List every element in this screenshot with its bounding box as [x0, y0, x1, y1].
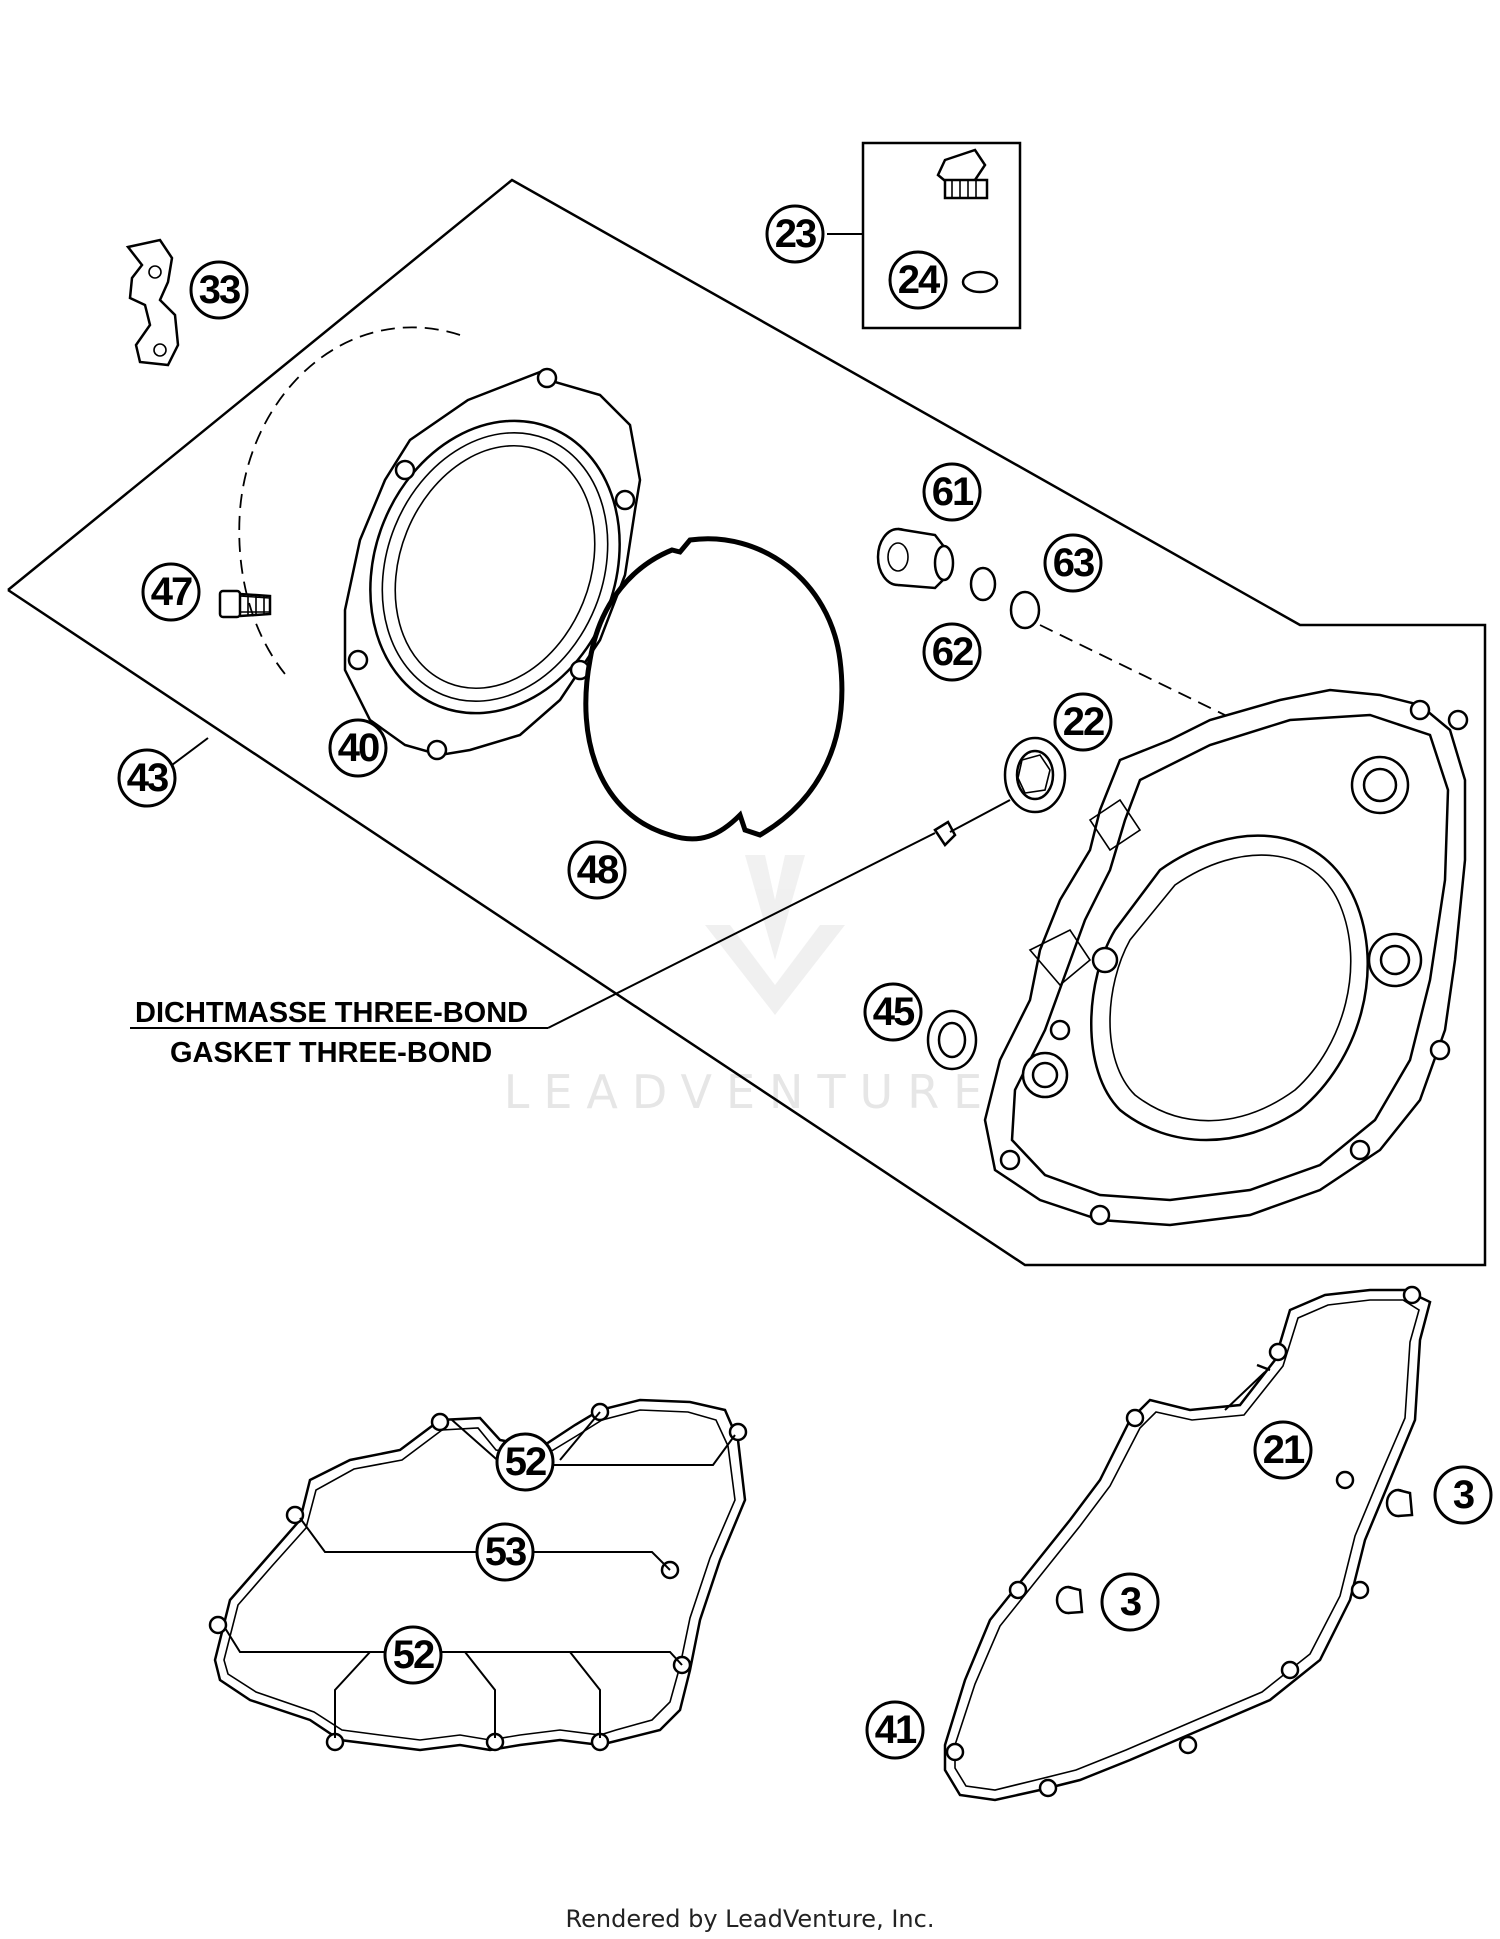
callout-40[interactable]: 40 [328, 718, 388, 778]
bracket-part-33 [125, 238, 180, 367]
svg-text:40: 40 [338, 726, 379, 770]
svg-text:48: 48 [577, 848, 619, 892]
callout-62[interactable]: 62 [922, 622, 982, 682]
note-line-1: DICHTMASSE THREE-BOND [135, 997, 528, 1029]
callout-61[interactable]: 61 [922, 462, 982, 522]
callout-21[interactable]: 21 [1253, 1420, 1313, 1480]
svg-text:47: 47 [151, 570, 192, 614]
watermark-logo [705, 855, 845, 1015]
o-ring-part-24 [961, 270, 999, 294]
screw-part-47 [218, 589, 272, 619]
callout-24[interactable]: 24 [888, 250, 948, 310]
note-line-2: GASKET THREE-BOND [170, 1037, 492, 1069]
seal-part-22 [1003, 736, 1067, 814]
callout-23[interactable]: 23 [765, 204, 825, 264]
callout-52-bottom[interactable]: 52 [383, 1625, 443, 1685]
svg-text:3: 3 [1453, 1473, 1474, 1517]
pin-part-21 [1256, 1363, 1271, 1372]
watermark-text: LEADVENTURE [504, 1065, 997, 1119]
clutch-cover-part-40 [343, 367, 642, 761]
svg-text:53: 53 [485, 1530, 526, 1574]
callout-53[interactable]: 53 [475, 1522, 535, 1582]
dowel-sleeve-part-3b [1385, 1488, 1414, 1518]
callout-3-right[interactable]: 3 [1433, 1465, 1493, 1525]
svg-text:23: 23 [775, 212, 816, 256]
gasket-part-41 [943, 1288, 1432, 1802]
svg-text:61: 61 [932, 470, 974, 514]
gasket-part-53 [213, 1398, 747, 1752]
svg-text:63: 63 [1053, 541, 1094, 585]
svg-text:33: 33 [199, 268, 240, 312]
bushing-part-61 [876, 527, 955, 590]
oil-plug-part [936, 148, 989, 200]
kit-boundary [7, 178, 1487, 1267]
circlip-part-63 [1009, 590, 1041, 630]
washer-part-62 [969, 566, 997, 602]
callout-48[interactable]: 48 [567, 840, 627, 900]
plug-kit-box [861, 141, 1022, 330]
svg-text:24: 24 [898, 258, 941, 302]
svg-text:52: 52 [393, 1633, 434, 1677]
dashed-arc [238, 326, 461, 681]
footer-credit: Rendered by LeadVenture, Inc. [565, 1905, 935, 1933]
callout-33[interactable]: 33 [189, 260, 249, 320]
dowel-sleeve-part-3a [1055, 1585, 1084, 1615]
svg-text:21: 21 [1263, 1428, 1305, 1472]
svg-text:62: 62 [932, 630, 973, 674]
svg-text:41: 41 [875, 1708, 917, 1752]
dowel-pin-part [933, 820, 957, 847]
callout-3-center[interactable]: 3 [1100, 1572, 1160, 1632]
callout-47[interactable]: 47 [141, 562, 201, 622]
svg-text:45: 45 [873, 990, 915, 1034]
callout-22[interactable]: 22 [1053, 692, 1113, 752]
svg-text:52: 52 [505, 1440, 546, 1484]
svg-text:22: 22 [1063, 700, 1104, 744]
engine-cover-housing [983, 688, 1469, 1227]
callout-43[interactable]: 43 [117, 748, 177, 808]
svg-text:3: 3 [1120, 1580, 1141, 1624]
gasket-part-48 [583, 536, 845, 842]
seal-part-45 [926, 1009, 978, 1071]
callout-41[interactable]: 41 [865, 1700, 925, 1760]
callout-63[interactable]: 63 [1043, 533, 1103, 593]
callout-52-top[interactable]: 52 [495, 1432, 555, 1492]
svg-text:43: 43 [127, 756, 168, 800]
callout-45[interactable]: 45 [863, 982, 923, 1042]
